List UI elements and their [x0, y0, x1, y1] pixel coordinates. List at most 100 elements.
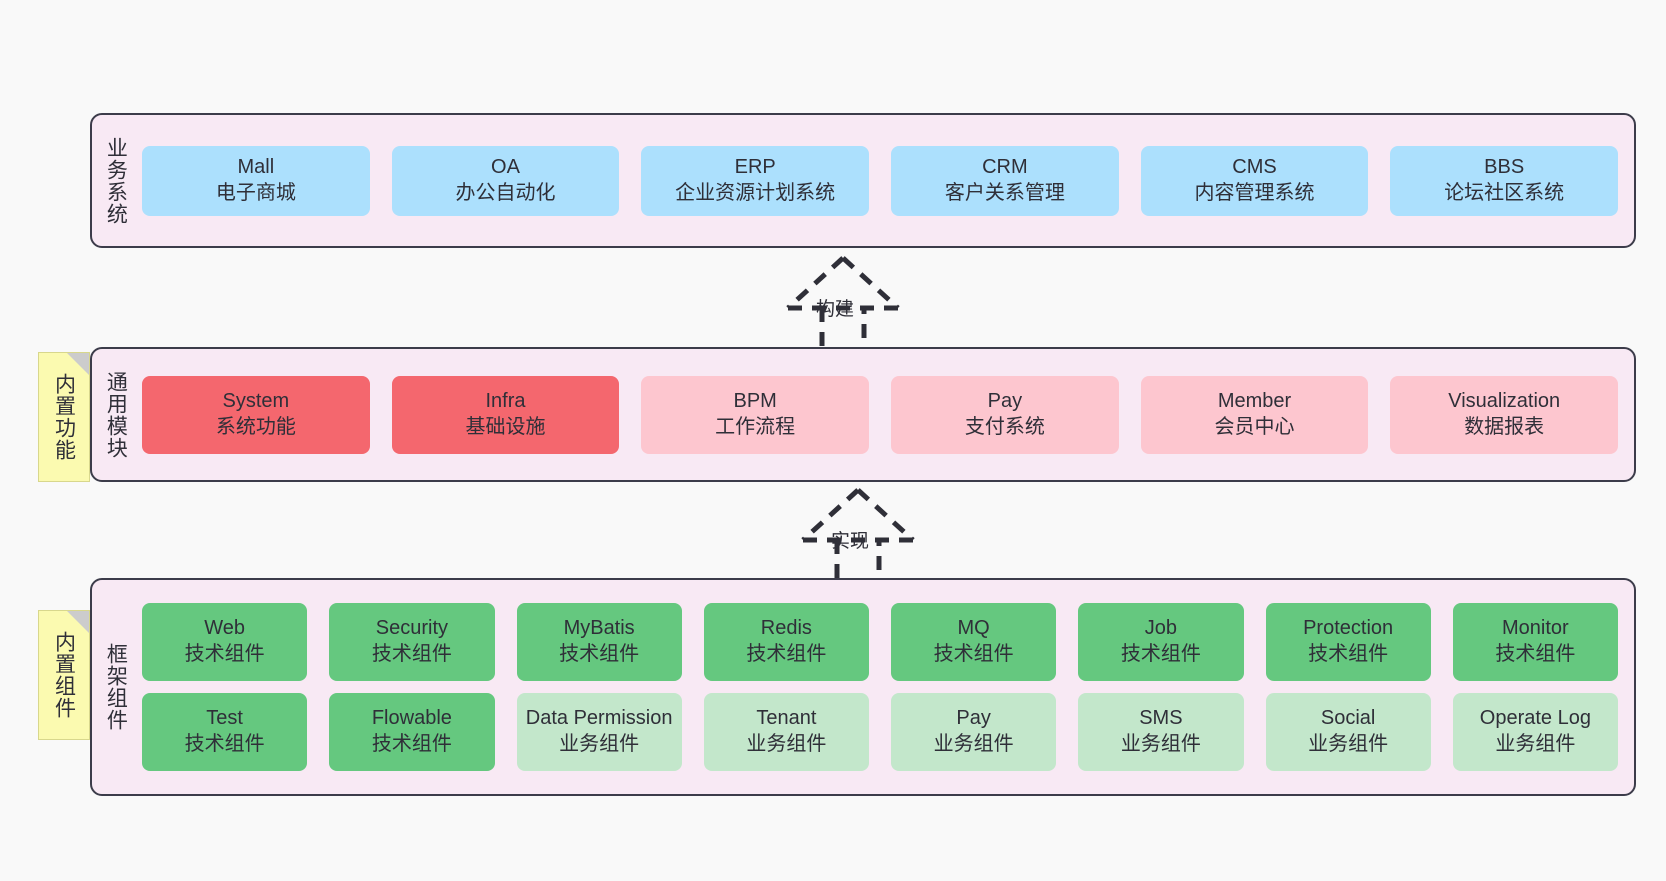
module-card-oa[interactable]: OA 办公自动化: [391, 145, 620, 216]
module-desc: 技术组件: [184, 643, 265, 665]
layer-body-common-module: System 系统功能 Infra 基础设施 BPM 工作流程 Pay 支付系统…: [138, 349, 1634, 480]
module-desc: 业务组件: [1308, 733, 1389, 755]
module-desc: 业务组件: [933, 733, 1014, 755]
module-card-cms[interactable]: CMS 内容管理系统: [1140, 145, 1369, 216]
module-card-data-permission[interactable]: Data Permission 业务组件: [516, 693, 682, 771]
layer-row: System 系统功能 Infra 基础设施 BPM 工作流程 Pay 支付系统…: [142, 375, 1619, 454]
module-name: Infra: [485, 389, 526, 412]
module-card-erp[interactable]: ERP 企业资源计划系统: [641, 145, 870, 216]
module-name: Test: [206, 707, 243, 730]
module-card-sms[interactable]: SMS 业务组件: [1078, 693, 1244, 771]
module-name: Redis: [760, 617, 812, 640]
module-card-redis[interactable]: Redis 技术组件: [703, 603, 869, 681]
module-desc: 业务组件: [559, 733, 640, 755]
sticky-note-builtin-features: 内置功能: [38, 352, 90, 482]
module-card-pay[interactable]: Pay 支付系统: [891, 375, 1119, 454]
module-name: Operate Log: [1479, 707, 1591, 730]
connector-build: 构建: [748, 252, 938, 353]
module-card-bpm[interactable]: BPM 工作流程: [641, 375, 870, 454]
module-desc: 技术组件: [746, 643, 827, 665]
module-name: Flowable: [371, 707, 452, 730]
connector-label-realize: 实现: [831, 531, 870, 552]
module-card-system[interactable]: System 系统功能: [142, 375, 370, 454]
module-desc: 办公自动化: [455, 181, 556, 204]
module-desc: 会员中心: [1214, 415, 1295, 438]
module-name: Social: [1320, 707, 1376, 730]
module-card-infra[interactable]: Infra 基础设施: [391, 375, 620, 454]
module-name: Job: [1144, 617, 1177, 640]
module-card-monitor[interactable]: Monitor 技术组件: [1452, 603, 1618, 681]
module-card-test[interactable]: Test 技术组件: [142, 693, 308, 771]
module-name: System: [222, 389, 290, 412]
module-name: BBS: [1484, 155, 1525, 178]
module-desc: 数据报表: [1464, 415, 1545, 438]
module-name: Pay: [956, 707, 991, 730]
module-card-visualization[interactable]: Visualization 数据报表: [1390, 375, 1619, 454]
module-desc: 内容管理系统: [1194, 181, 1315, 204]
module-card-mybatis[interactable]: MyBatis 技术组件: [516, 603, 682, 681]
module-name: CRM: [982, 155, 1028, 178]
module-name: ERP: [734, 155, 776, 178]
layer-business-system: 业务系统 Mall 电子商城 OA 办公自动化 ERP 企业资源计划系统 CRM…: [90, 113, 1636, 248]
layer-body-framework-component: Web 技术组件 Security 技术组件 MyBatis 技术组件 Redi…: [138, 580, 1634, 794]
layer-row: Mall 电子商城 OA 办公自动化 ERP 企业资源计划系统 CRM 客户关系…: [142, 145, 1619, 216]
module-desc: 业务组件: [1495, 733, 1576, 755]
layer-framework-component: 框架组件 Web 技术组件 Security 技术组件 MyBatis 技术组件…: [90, 578, 1636, 796]
module-desc: 技术组件: [1120, 643, 1201, 665]
module-desc: 技术组件: [559, 643, 640, 665]
layer-common-module: 通用模块 System 系统功能 Infra 基础设施 BPM 工作流程 Pay…: [90, 347, 1636, 482]
module-card-mq[interactable]: MQ 技术组件: [891, 603, 1057, 681]
layer-title-framework-component: 框架组件: [104, 643, 128, 731]
module-name: Security: [375, 617, 448, 640]
module-name: Pay: [987, 389, 1023, 412]
module-card-protection[interactable]: Protection 技术组件: [1265, 603, 1431, 681]
module-desc: 企业资源计划系统: [675, 181, 836, 204]
module-name: BPM: [733, 389, 777, 412]
module-card-crm[interactable]: CRM 客户关系管理: [891, 145, 1119, 216]
module-name: Visualization: [1448, 389, 1561, 412]
module-name: Member: [1217, 389, 1292, 412]
dashed-hollow-arrow-up-icon: [801, 488, 915, 585]
module-card-web[interactable]: Web 技术组件: [142, 603, 308, 681]
module-name: CMS: [1232, 155, 1277, 178]
module-desc: 技术组件: [933, 643, 1014, 665]
module-name: Protection: [1303, 617, 1394, 640]
module-card-social[interactable]: Social 业务组件: [1265, 693, 1431, 771]
layer-row: Web 技术组件 Security 技术组件 MyBatis 技术组件 Redi…: [142, 603, 1618, 681]
layer-title-common-module: 通用模块: [104, 370, 128, 459]
sticky-note-builtin-components: 内置组件: [38, 610, 90, 740]
module-desc: 支付系统: [964, 415, 1045, 438]
module-card-member[interactable]: Member 会员中心: [1140, 375, 1369, 454]
module-name: MyBatis: [563, 617, 635, 640]
module-name: Tenant: [756, 707, 817, 730]
module-card-bbs[interactable]: BBS 论坛社区系统: [1390, 145, 1619, 216]
module-card-tenant[interactable]: Tenant 业务组件: [703, 693, 869, 771]
module-name: SMS: [1139, 707, 1183, 730]
module-name: Data Permission: [525, 707, 673, 730]
module-name: Web: [204, 617, 245, 640]
module-desc: 业务组件: [1120, 733, 1201, 755]
connector-realize: 实现: [763, 484, 953, 585]
module-card-operate-log[interactable]: Operate Log 业务组件: [1452, 693, 1618, 771]
module-desc: 工作流程: [715, 415, 796, 438]
module-name: Monitor: [1502, 617, 1569, 640]
module-name: OA: [491, 155, 520, 178]
module-card-job[interactable]: Job 技术组件: [1078, 603, 1244, 681]
module-desc: 客户关系管理: [944, 181, 1065, 204]
module-desc: 技术组件: [371, 643, 452, 665]
connector-label-build: 构建: [816, 299, 855, 320]
module-desc: 电子商城: [215, 181, 296, 204]
module-card-flowable[interactable]: Flowable 技术组件: [329, 693, 495, 771]
module-desc: 技术组件: [184, 733, 265, 755]
module-card-pay-business[interactable]: Pay 业务组件: [891, 693, 1057, 771]
layer-body-business-system: Mall 电子商城 OA 办公自动化 ERP 企业资源计划系统 CRM 客户关系…: [138, 115, 1634, 246]
layer-title-business-system: 业务系统: [104, 136, 128, 225]
module-name: MQ: [957, 617, 990, 640]
module-desc: 系统功能: [215, 415, 296, 438]
module-desc: 技术组件: [1495, 643, 1576, 665]
module-card-mall[interactable]: Mall 电子商城: [142, 145, 370, 216]
dashed-hollow-arrow-up-icon: [786, 256, 900, 353]
module-card-security[interactable]: Security 技术组件: [329, 603, 495, 681]
module-desc: 技术组件: [1308, 643, 1389, 665]
